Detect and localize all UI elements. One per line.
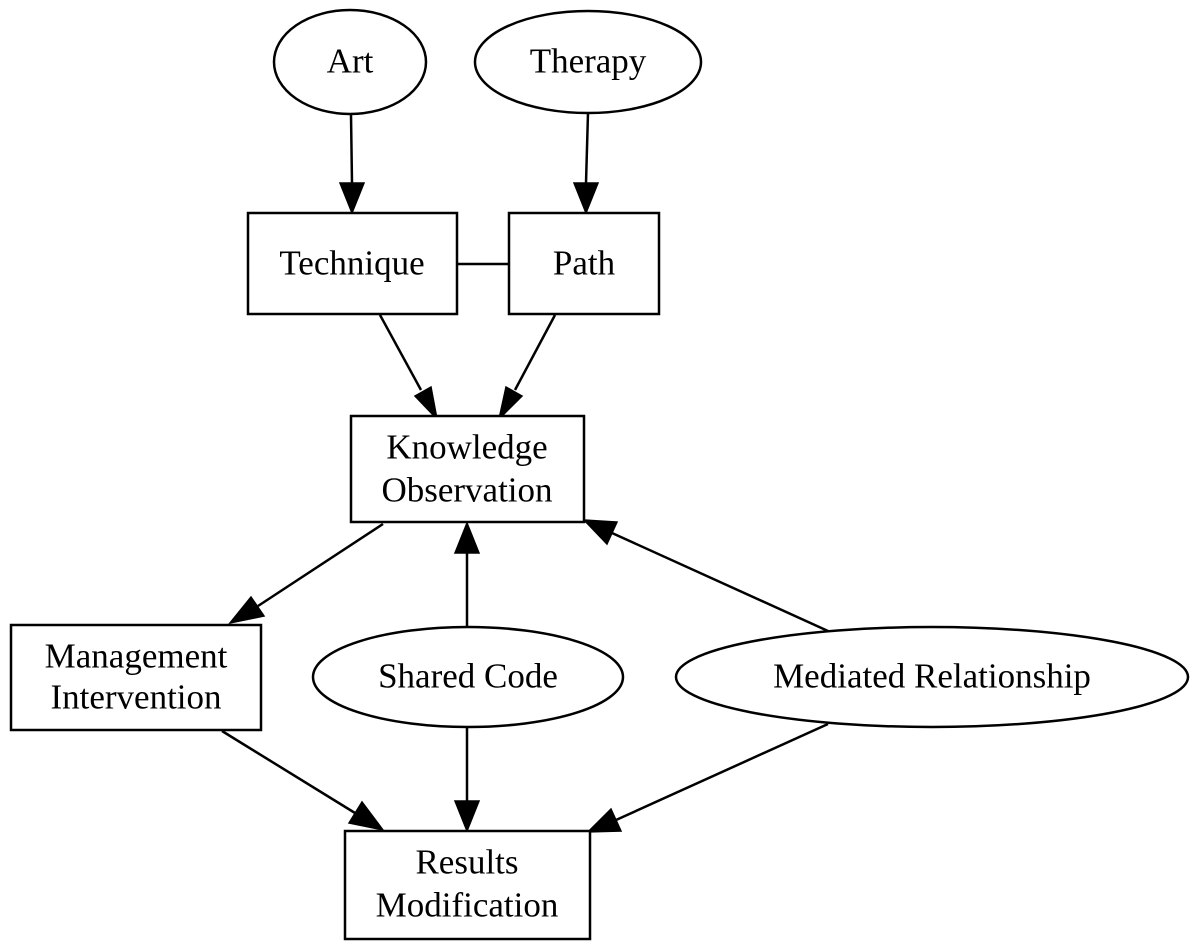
node-path[interactable]: Path xyxy=(507,211,661,316)
nodes: Art Therapy Technique Path Knowledge Obs… xyxy=(9,8,1190,941)
edge-mediated-relationship-to-knowledge-observation xyxy=(582,519,829,633)
node-therapy[interactable]: Therapy xyxy=(473,9,703,115)
edge-therapy-to-path xyxy=(572,112,600,216)
node-management-intervention-label-line1: Management xyxy=(45,637,228,676)
edges xyxy=(221,112,829,834)
edge-path-to-knowledge-observation xyxy=(497,314,557,422)
node-mediated-relationship-label: Mediated Relationship xyxy=(773,657,1091,696)
node-mediated-relationship[interactable]: Mediated Relationship xyxy=(674,625,1190,729)
edge-technique-to-knowledge-observation xyxy=(378,314,439,422)
node-shared-code[interactable]: Shared Code xyxy=(311,625,625,729)
node-results-modification-shape xyxy=(343,829,592,941)
node-results-modification-label-line2: Modification xyxy=(376,886,559,925)
edge-knowledge-observation-to-management-intervention xyxy=(228,522,384,625)
node-art-shape xyxy=(272,8,428,116)
node-results-modification-label-line1: Results xyxy=(415,843,518,882)
edge-shared-code-to-knowledge-observation xyxy=(453,520,481,627)
node-results-modification[interactable]: Results Modification xyxy=(343,829,592,941)
node-mediated-relationship-shape xyxy=(674,625,1190,729)
node-knowledge-observation-label-line1: Knowledge xyxy=(386,428,547,467)
node-shared-code-label: Shared Code xyxy=(378,657,558,696)
node-technique[interactable]: Technique xyxy=(246,211,459,316)
node-therapy-shape xyxy=(473,9,703,115)
node-management-intervention-shape xyxy=(9,623,263,732)
edge-mediated-relationship-to-results-modification xyxy=(586,722,829,833)
node-technique-shape xyxy=(246,211,459,316)
node-technique-label: Technique xyxy=(279,244,424,283)
node-therapy-label: Therapy xyxy=(530,42,647,81)
node-knowledge-observation[interactable]: Knowledge Observation xyxy=(349,414,586,524)
node-art-label: Art xyxy=(327,42,374,81)
node-path-shape xyxy=(507,211,661,316)
node-knowledge-observation-label-line2: Observation xyxy=(381,471,552,510)
node-management-intervention-label-line2: Intervention xyxy=(50,678,221,717)
node-art[interactable]: Art xyxy=(272,8,428,116)
edge-art-to-technique xyxy=(338,114,366,216)
node-shared-code-shape xyxy=(311,625,625,729)
edge-shared-code-to-results-modification xyxy=(453,727,481,834)
node-path-label: Path xyxy=(553,244,616,283)
edge-management-intervention-to-results-modification xyxy=(221,729,385,832)
node-management-intervention[interactable]: Management Intervention xyxy=(9,623,263,732)
node-knowledge-observation-shape xyxy=(349,414,586,524)
